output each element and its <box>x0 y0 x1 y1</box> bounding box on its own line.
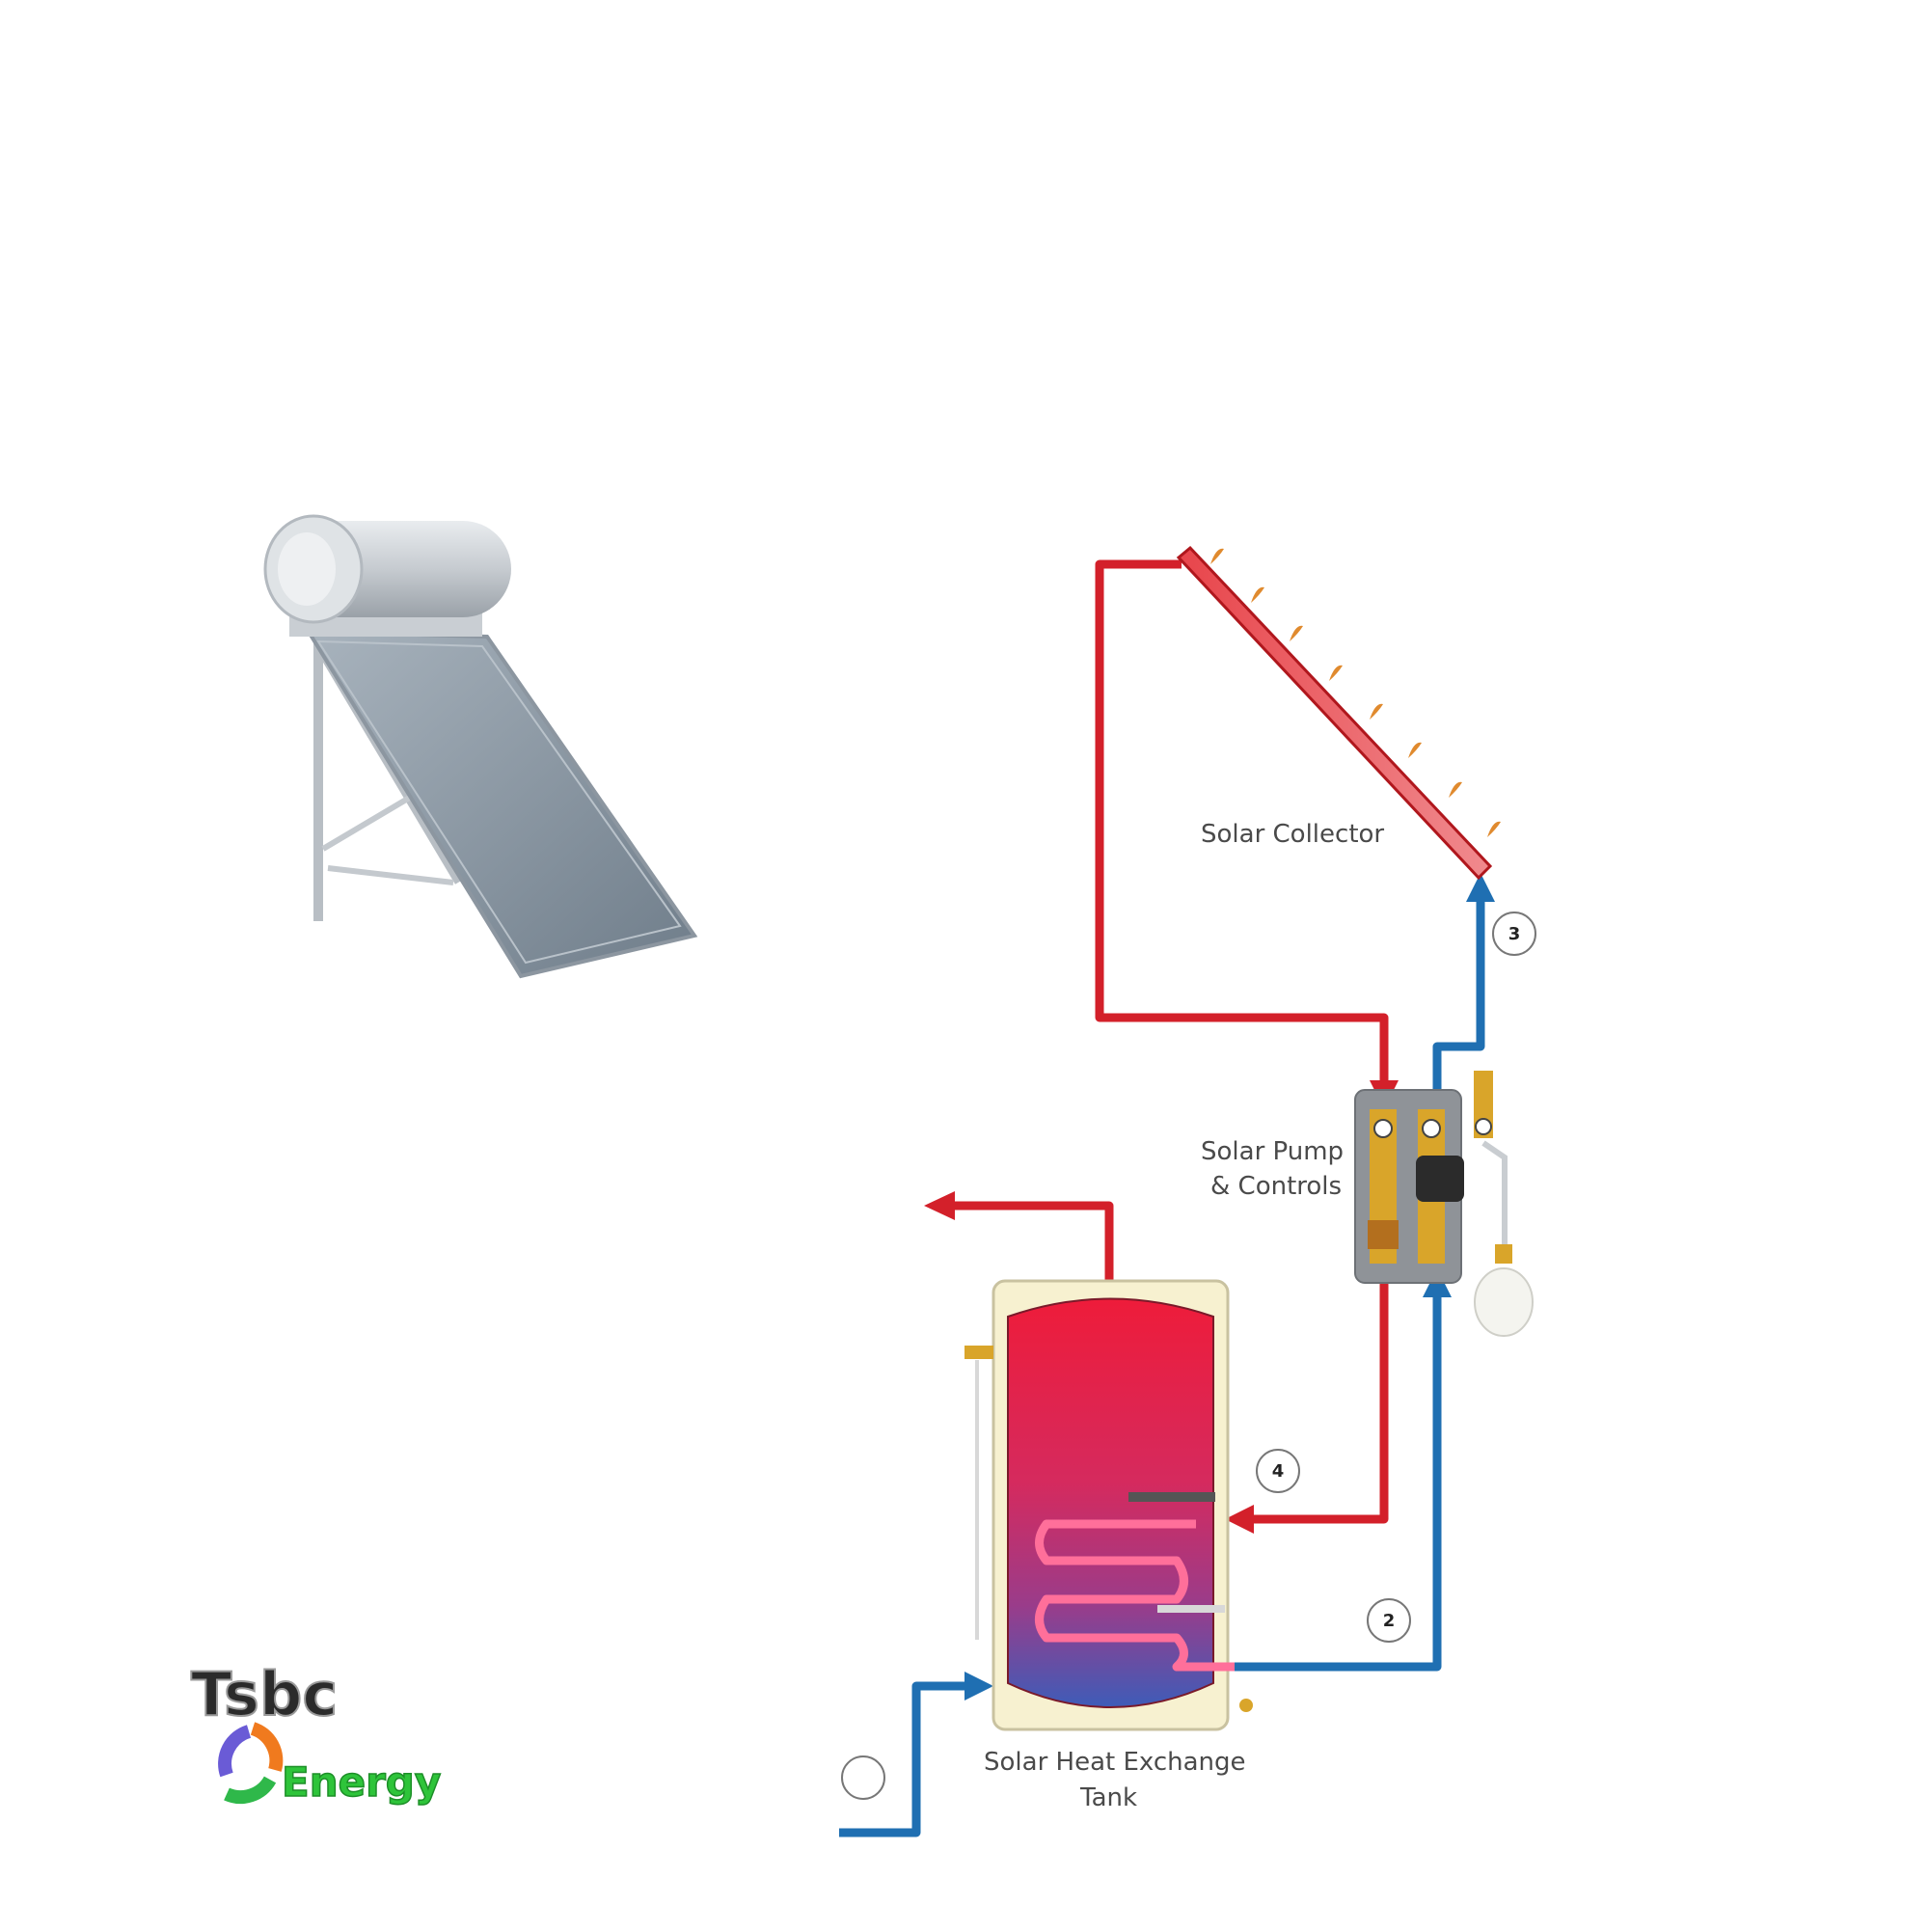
marker-4: 4 <box>1256 1449 1300 1493</box>
pump-label-line2: & Controls <box>1210 1172 1342 1201</box>
hot-coil-feed-pipe <box>1254 1264 1389 1524</box>
pump-label-line1: Solar Pump <box>1201 1137 1344 1166</box>
solar-heat-exchange-tank <box>964 1279 1253 1731</box>
cold-return-pipe <box>1235 1293 1442 1672</box>
marker-3: 3 <box>1492 912 1536 956</box>
marker-2: 2 <box>1367 1598 1411 1643</box>
hot-outlet-arrow-icon <box>924 1191 955 1220</box>
logo-wordmark: Tsbc <box>191 1659 338 1729</box>
mains-inlet-arrow-icon <box>964 1672 993 1701</box>
coil-inlet-arrow-icon <box>1225 1505 1254 1534</box>
logo-energy-text: Energy <box>282 1758 441 1806</box>
heat-exchanger-coil <box>1035 1519 1235 1672</box>
marker-1 <box>841 1755 885 1800</box>
cold-mains-inlet-pipe <box>839 1681 969 1837</box>
collector-inlet-arrow-icon <box>1466 873 1495 902</box>
tempering-valve-icon <box>964 1346 993 1359</box>
solar-collector-panel <box>1176 545 1501 881</box>
svg-text:4: 4 <box>1272 1461 1285 1482</box>
tsbc-energy-logo: Tsbc Energy <box>190 1658 442 1807</box>
recycle-arrows-icon <box>218 1722 284 1805</box>
solar-collector-label: Solar Collector <box>1201 820 1384 849</box>
svg-text:3: 3 <box>1508 924 1521 944</box>
tank-label-line1: Solar Heat Exchange <box>984 1748 1246 1777</box>
svg-text:2: 2 <box>1383 1611 1396 1631</box>
sun-heat-icons <box>1210 548 1501 837</box>
solar-pump-station-icon <box>1354 1071 1534 1337</box>
thermosiphon-solar-heater-icon <box>263 514 698 979</box>
cold-collector-feed-pipe <box>1432 902 1485 1100</box>
hot-supply-pipe <box>1095 559 1389 1090</box>
tank-label-line2: Tank <box>1079 1783 1137 1812</box>
hot-water-outlet-pipe <box>955 1201 1114 1293</box>
drain-valve-icon <box>1239 1699 1253 1712</box>
